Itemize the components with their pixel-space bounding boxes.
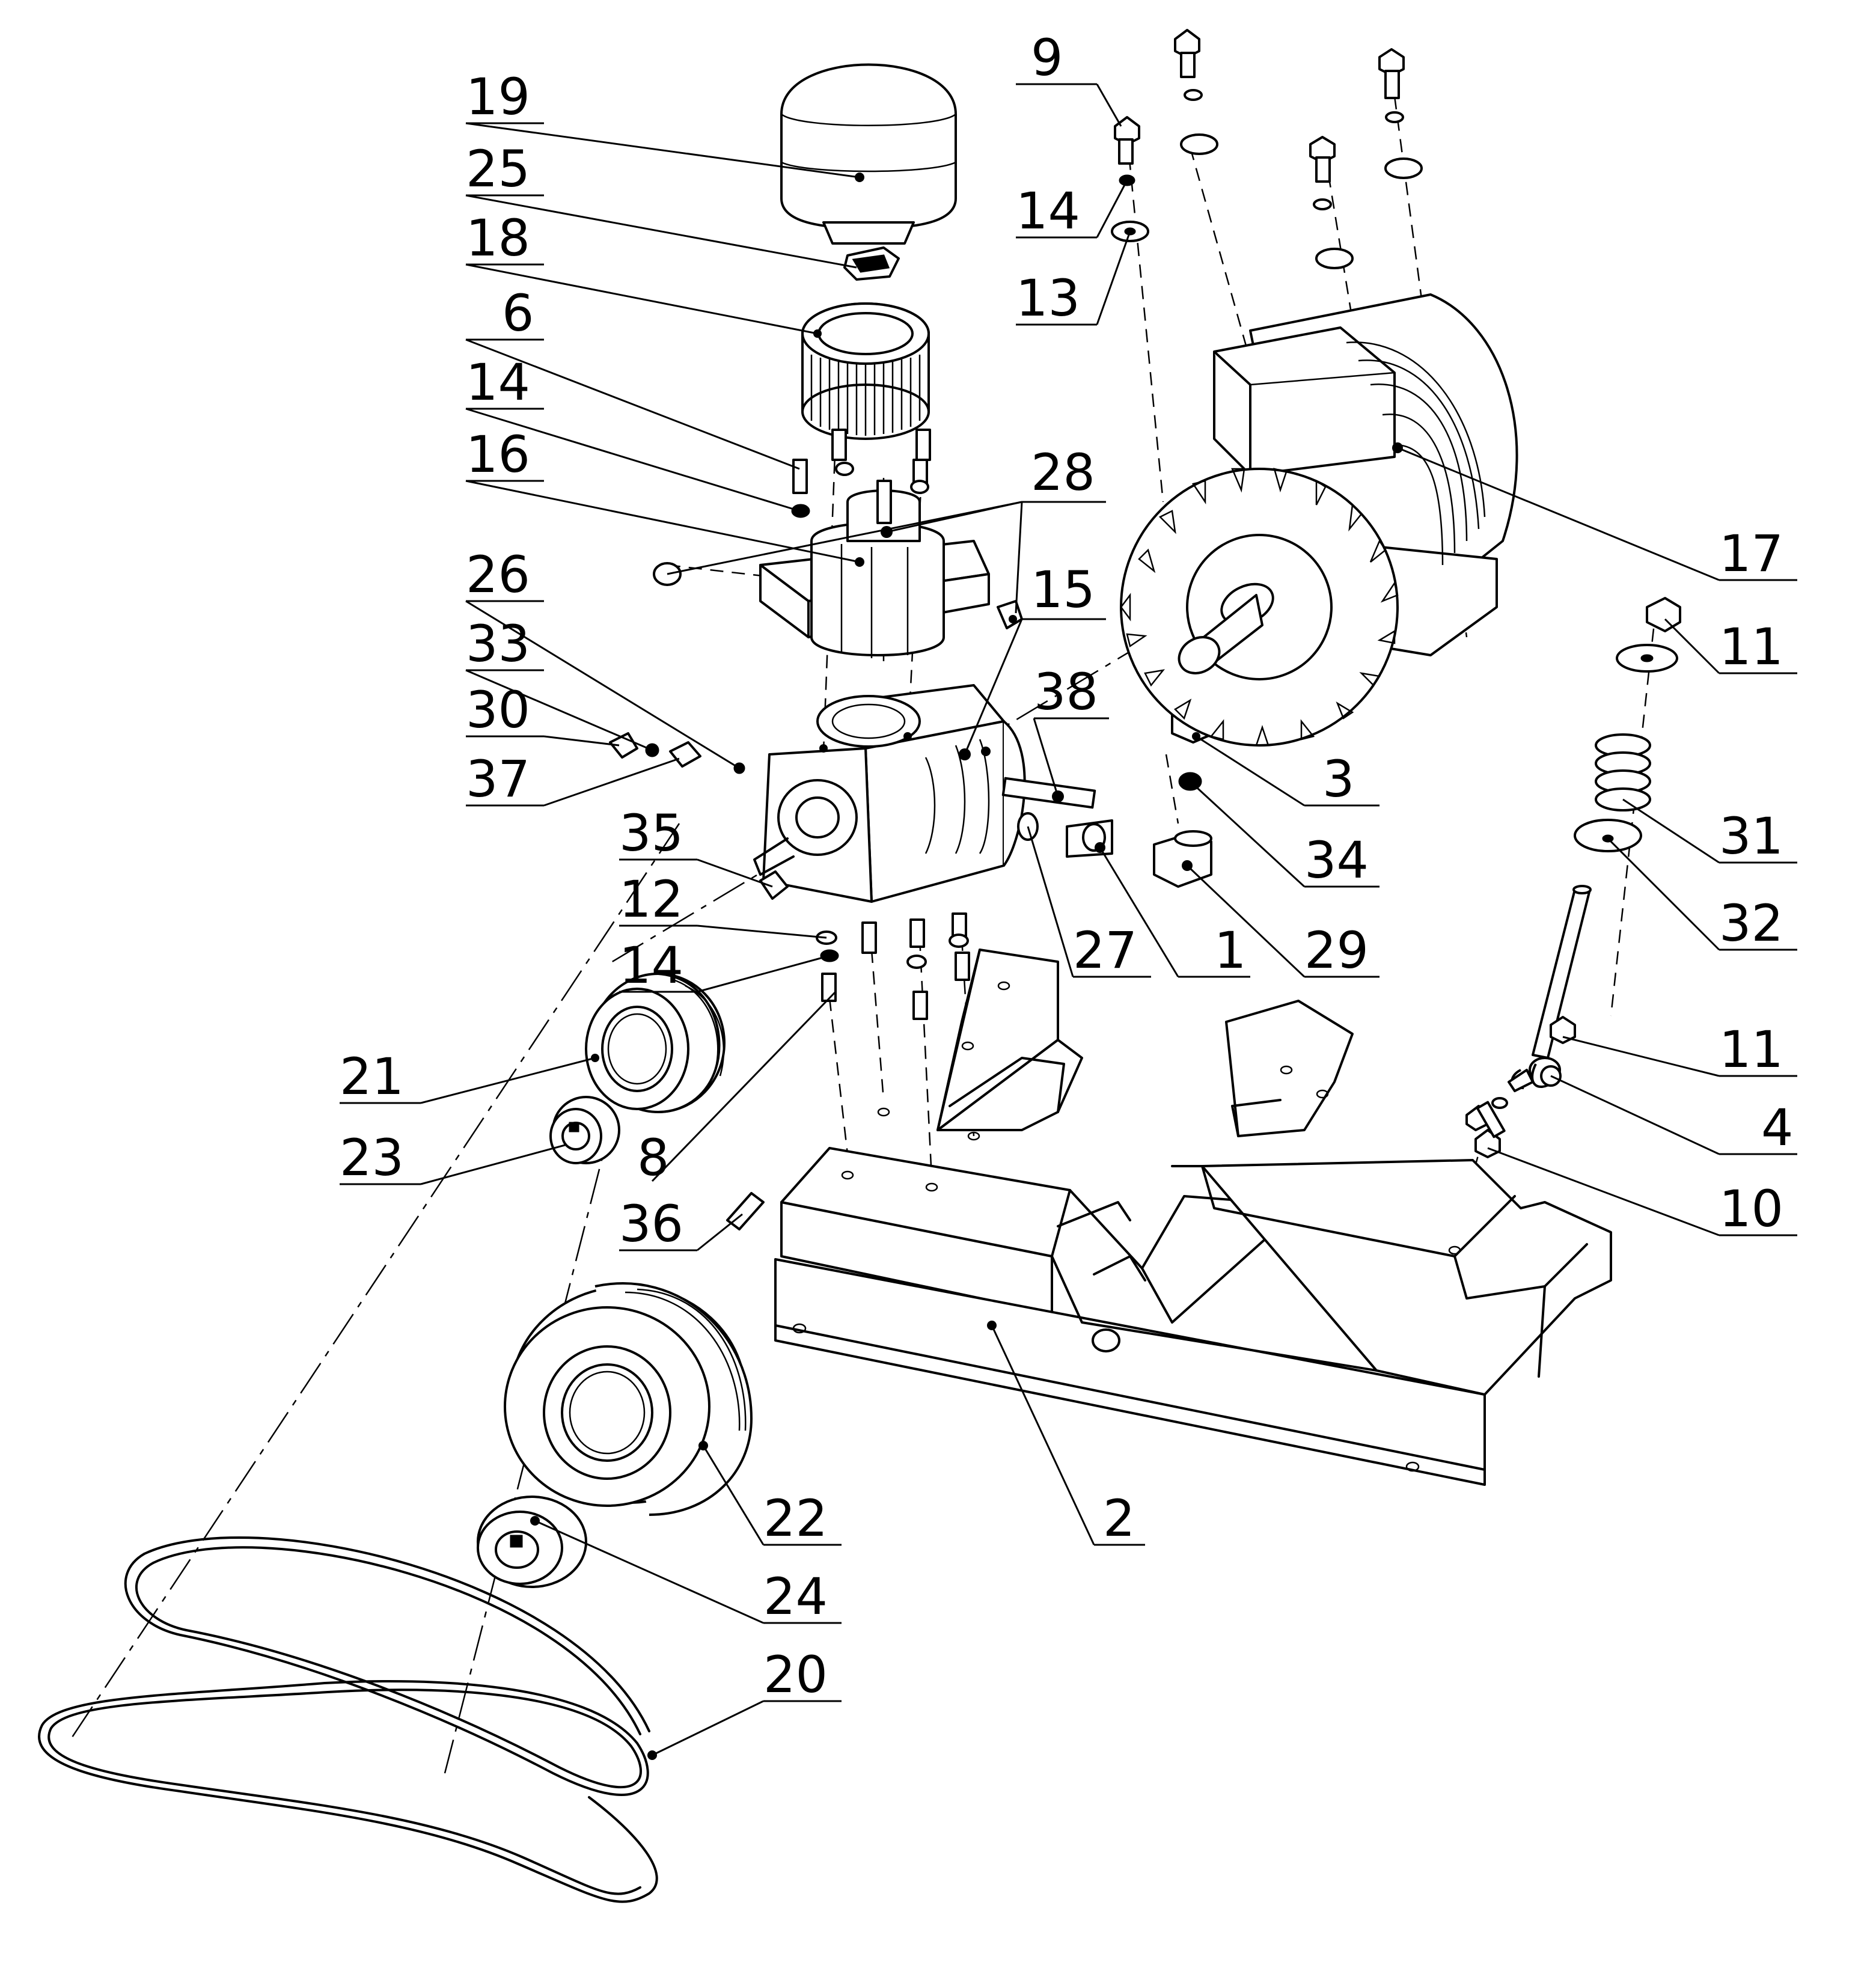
callout-14-top: 14 (1016, 182, 1080, 240)
callout-19: 19 (466, 67, 530, 126)
base-frame-2 (774, 949, 1612, 1486)
callout-20: 20 (763, 1645, 828, 1704)
electric-motor-17 (1120, 293, 1518, 747)
callout-34: 34 (1304, 831, 1369, 890)
callout-28: 28 (1031, 443, 1095, 502)
callout-25: 25 (466, 139, 530, 198)
bushing-23 (549, 1096, 620, 1164)
filter-housing-16 (759, 480, 990, 658)
callout-14-lower: 14 (619, 936, 683, 995)
callout-26: 26 (466, 545, 530, 604)
callout-6: 6 (502, 284, 534, 343)
pulley-21 (585, 973, 726, 1113)
callout-21: 21 (340, 1047, 404, 1106)
leader-lines (340, 83, 1797, 1756)
callout-11: 11 (1719, 617, 1783, 676)
callout-24: 24 (763, 1567, 828, 1626)
fasteners-lower (726, 870, 970, 1230)
filter-element-18 (801, 302, 930, 440)
callout-3: 3 (1322, 750, 1354, 808)
callout-1: 1 (1214, 921, 1246, 980)
v-belt-20 (38, 1536, 658, 1903)
fittings-38-27-1-29 (1001, 777, 1212, 888)
callout-8: 8 (637, 1128, 669, 1187)
callout-18: 18 (466, 209, 530, 267)
callout-12: 12 (619, 870, 683, 929)
callout-37: 37 (466, 750, 530, 808)
callout-33: 33 (466, 614, 530, 673)
callout-15: 15 (1031, 560, 1095, 619)
callout-30: 30 (466, 680, 530, 739)
callout-23: 23 (340, 1128, 404, 1187)
bushing-24 (477, 1496, 587, 1588)
pulley-22 (504, 1282, 753, 1516)
callout-9: 9 (1031, 28, 1063, 87)
callout-36: 36 (619, 1194, 683, 1253)
fittings-30-33-37 (609, 732, 745, 774)
callout-2: 2 (1103, 1489, 1135, 1548)
callout-31: 31 (1719, 807, 1783, 866)
callout-32: 32 (1719, 894, 1783, 953)
callout-14: 14 (466, 353, 530, 412)
callout-38: 38 (1034, 662, 1098, 721)
callout-17: 17 (1719, 524, 1783, 583)
callout-29: 29 (1304, 921, 1369, 980)
bolts-9 (1111, 29, 1423, 269)
compressor-block-15 (753, 684, 1026, 903)
callout-16: 16 (466, 425, 530, 484)
callout-11-lower: 11 (1719, 1020, 1783, 1079)
screws-6 (791, 429, 931, 518)
callout-4: 4 (1761, 1098, 1793, 1157)
filter-cap-19 (780, 63, 957, 245)
callout-13: 13 (1016, 269, 1080, 328)
callout-10: 10 (1719, 1179, 1783, 1238)
callout-22: 22 (763, 1489, 828, 1548)
callout-labels: 19 25 18 6 14 16 26 33 30 37 35 12 14 21… (340, 28, 1793, 1704)
callout-27: 27 (1073, 921, 1137, 980)
callout-35: 35 (619, 804, 683, 863)
nut-25 (843, 246, 900, 281)
